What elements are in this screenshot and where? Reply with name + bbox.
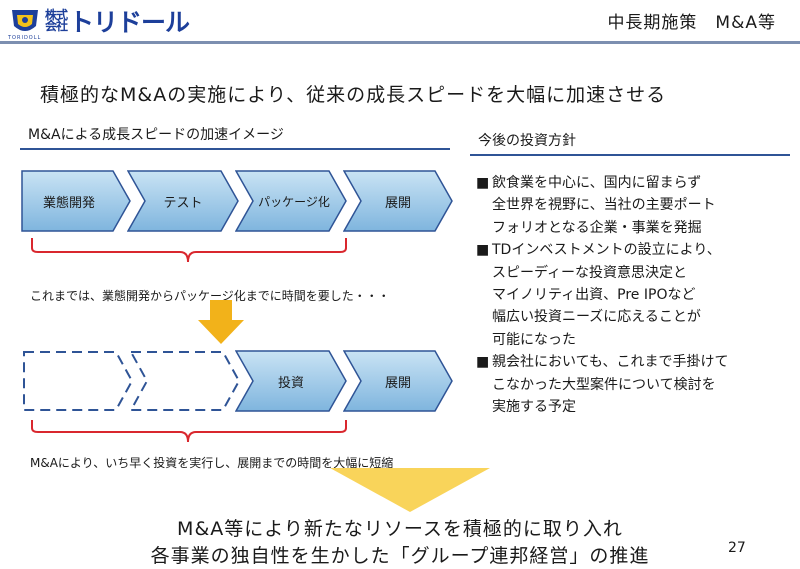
previous-process-note: これまでは、業態開発からパッケージ化までに時間を要した・・・ bbox=[30, 289, 390, 303]
header-divider bbox=[0, 41, 800, 44]
chevron-shape bbox=[235, 170, 347, 232]
chevron-shape bbox=[127, 170, 239, 232]
timespan-brace bbox=[31, 238, 347, 263]
chevron-shape bbox=[235, 350, 347, 412]
ma-process-note: M&Aにより、いち早く投資を実行し、展開までの時間を大幅に短縮 bbox=[30, 456, 394, 470]
square-bullet-icon: ■ bbox=[476, 242, 490, 259]
left-section-heading: M&Aによる成長スピードの加速イメージ bbox=[28, 127, 284, 143]
company-logo: 株式会社 トリドール TORIDOLL bbox=[8, 4, 208, 41]
policy-line: スピーディーな投資意思決定と bbox=[492, 264, 688, 281]
chevron-label: 投資 bbox=[277, 375, 304, 391]
chevron-step-rollout-2: 展開 bbox=[343, 350, 453, 412]
logo-sub: TORIDOLL bbox=[8, 35, 42, 41]
policy-line: 飲食業を中心に、国内に留まらず bbox=[492, 175, 702, 191]
right-section-heading: 今後の投資方針 bbox=[478, 133, 576, 149]
chevron-skipped-dashed bbox=[23, 351, 134, 411]
policy-item: ■ TDインベストメントの設立により、 スピーディーな投資意思決定と マイノリテ… bbox=[476, 239, 786, 351]
page-number: 27 bbox=[728, 540, 746, 556]
chevron-step-test: テスト bbox=[127, 170, 239, 232]
square-bullet-icon: ■ bbox=[476, 354, 490, 371]
square-bullet-icon: ■ bbox=[476, 175, 490, 191]
chevron-step-package: パッケージ化 bbox=[235, 170, 347, 232]
policy-line: マイノリティ出資、Pre IPOなど bbox=[492, 287, 696, 304]
conclusion-line-1: M&A等により新たなリソースを積極的に取り入れ bbox=[177, 518, 623, 540]
policy-line: こなかった大型案件について検討を bbox=[492, 376, 716, 393]
logo-name: トリドール bbox=[69, 8, 190, 37]
chevron-label: パッケージ化 bbox=[258, 194, 330, 209]
conclusion-arrow-icon bbox=[330, 468, 490, 512]
chevron-label: テスト bbox=[163, 195, 203, 211]
chevron-label: 展開 bbox=[384, 195, 411, 211]
policy-line: 可能になった bbox=[492, 331, 576, 348]
left-heading-underline bbox=[20, 148, 450, 150]
policy-item: ■ 親会社においても、これまで手掛けて こなかった大型案件について検討を 実施す… bbox=[476, 351, 786, 418]
policy-line: TDインベストメントの設立により、 bbox=[492, 242, 721, 259]
chevron-step-rollout: 展開 bbox=[343, 170, 453, 232]
policy-line: 実施する予定 bbox=[492, 399, 576, 416]
right-heading-underline bbox=[470, 154, 790, 156]
policy-line: フォリオとなる企業・事業を発掘 bbox=[492, 219, 702, 236]
chevron-skipped-dashed bbox=[129, 351, 241, 411]
policy-item: ■ 飲食業を中心に、国内に留まらず 全世界を視野に、当社の主要ポート フォリオと… bbox=[476, 172, 786, 239]
logo-emblem-icon bbox=[12, 10, 38, 31]
chevron-shape bbox=[343, 170, 453, 232]
chevron-step-investment: 投資 bbox=[235, 350, 347, 412]
down-arrow-icon bbox=[198, 300, 244, 344]
investment-policy-list: ■ 飲食業を中心に、国内に留まらず 全世界を視野に、当社の主要ポート フォリオと… bbox=[476, 172, 786, 418]
chevron-label: 展開 bbox=[384, 375, 411, 391]
policy-line: 幅広い投資ニーズに応えることが bbox=[492, 309, 701, 326]
chevron-shape bbox=[343, 350, 453, 412]
slide-headline: 積極的なM&Aの実施により、従来の成長スピードを大幅に加速させる bbox=[40, 84, 667, 106]
timespan-brace-shortened bbox=[31, 420, 347, 443]
chevron-shape bbox=[21, 170, 131, 232]
chevron-label: 業態開発 bbox=[42, 195, 95, 211]
policy-line: 親会社においても、これまで手掛けて bbox=[492, 354, 729, 371]
chevron-step-development: 業態開発 bbox=[21, 170, 131, 232]
policy-line: 全世界を視野に、当社の主要ポート bbox=[492, 197, 716, 214]
conclusion-line-2: 各事業の独自性を生かした「グループ連邦経営」の推進 bbox=[150, 545, 650, 567]
logo-kaisha-text: 株式会社 bbox=[45, 8, 68, 33]
slide-section-title: 中長期施策 M&A等 bbox=[607, 13, 776, 33]
